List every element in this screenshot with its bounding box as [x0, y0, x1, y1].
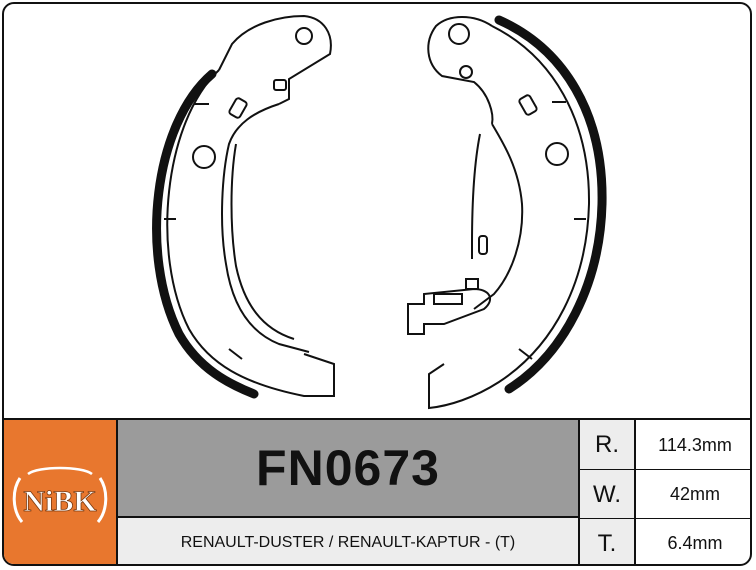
spec-value: 114.3mm: [658, 434, 732, 455]
brand-logo-cell: NiBK: [4, 420, 118, 564]
part-number: FN0673: [256, 440, 440, 496]
left-brake-shoe: [152, 14, 335, 399]
spec-row-width: W. 42mm: [580, 469, 750, 519]
brand-logo-text: NiBK: [23, 485, 97, 518]
right-shoe-lining: [494, 15, 607, 394]
spec-key: T.: [580, 519, 636, 564]
spec-value: 42mm: [669, 484, 720, 504]
part-number-cell: FN0673: [118, 420, 580, 518]
spec-value: 6.4mm: [667, 533, 723, 553]
spec-row-thickness: T. 6.4mm: [580, 518, 750, 564]
vehicle-application: RENAULT-DUSTER / RENAULT-KAPTUR - (T): [180, 534, 516, 551]
spec-key: W.: [580, 470, 636, 519]
spec-row-radius: R. 114.3mm: [580, 420, 750, 470]
brand-logo: NiBK: [12, 466, 108, 523]
application-cell: RENAULT-DUSTER / RENAULT-KAPTUR - (T): [118, 518, 580, 564]
right-brake-shoe: [407, 15, 607, 410]
spec-key: R.: [580, 420, 636, 470]
info-panel: NiBK FN0673 RENAULT-DUSTER / RENAULT-KAP…: [4, 418, 750, 564]
left-shoe-lining: [152, 69, 259, 399]
brake-shoe-drawing: [152, 14, 607, 410]
